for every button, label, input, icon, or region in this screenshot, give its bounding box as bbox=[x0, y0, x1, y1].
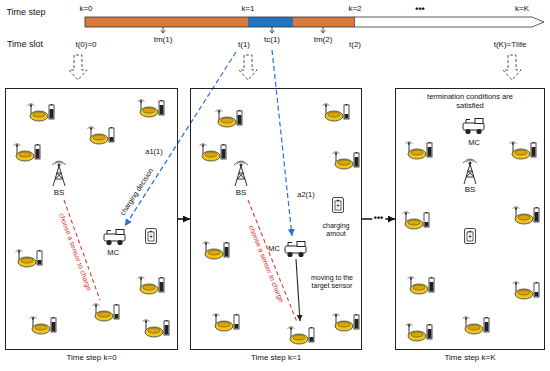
hollow-arrow bbox=[69, 55, 87, 80]
panel-box: Time step k=K bbox=[395, 88, 545, 350]
sensor-icon bbox=[216, 110, 243, 127]
bs-label: BS bbox=[54, 188, 65, 197]
sensor-icon bbox=[403, 212, 430, 229]
sensor-icon bbox=[323, 104, 350, 121]
tick-arrow bbox=[161, 27, 165, 33]
sensor-icon bbox=[28, 104, 55, 121]
hollow-arrow bbox=[503, 55, 521, 80]
action-label: a2(1) bbox=[297, 191, 315, 200]
panel-box: Time step k=0 bbox=[5, 88, 178, 350]
mc-label: MC bbox=[468, 139, 480, 148]
bs-label: BS bbox=[465, 185, 476, 194]
axis-title: Time step bbox=[6, 7, 45, 17]
time-slot-label: t(2) bbox=[349, 40, 361, 49]
sensor-icon bbox=[143, 320, 170, 337]
panel-box: Time step k=1 bbox=[190, 88, 362, 350]
movement-line bbox=[296, 259, 300, 321]
base-station-icon bbox=[463, 159, 477, 184]
sensor-icon bbox=[408, 277, 435, 294]
panel-caption: Time step k=1 bbox=[251, 353, 301, 362]
mobile-charger-icon bbox=[463, 119, 484, 135]
sensor-icon bbox=[93, 304, 120, 321]
annotation: choose a sensor to charge bbox=[57, 212, 93, 292]
mobile-charger-icon bbox=[104, 230, 125, 246]
selection-line bbox=[248, 200, 297, 322]
step-label: k=K bbox=[515, 4, 529, 13]
sensor-icon bbox=[213, 314, 240, 331]
mc-label: MC bbox=[268, 245, 280, 254]
time-slot-label: tm(1) bbox=[154, 35, 173, 44]
sensor-icon bbox=[513, 207, 540, 224]
time-bar-arrow bbox=[355, 17, 544, 27]
time-bar-segment bbox=[85, 17, 248, 27]
sensor-icon bbox=[510, 142, 537, 159]
step-label: k=0 bbox=[79, 4, 92, 13]
base-station-icon bbox=[52, 161, 66, 186]
step-label: k=1 bbox=[241, 4, 254, 13]
time-slot-label: t(1) bbox=[238, 40, 250, 49]
sensor-icon bbox=[14, 144, 41, 161]
base-station-icon bbox=[234, 161, 248, 186]
charger-icon bbox=[465, 229, 476, 244]
sensor-icon bbox=[138, 100, 165, 117]
mobile-charger-icon bbox=[285, 242, 306, 258]
time-bar-outline bbox=[85, 17, 355, 27]
time-slot-label: t(0)=0 bbox=[75, 40, 96, 49]
sensor-icon bbox=[138, 277, 165, 294]
time-slot-label: t(K)=Tlife bbox=[494, 40, 527, 49]
mc-label: MC bbox=[107, 249, 119, 258]
annotation: choose a sensor to charge bbox=[247, 224, 285, 304]
ellipsis: ••• bbox=[415, 4, 424, 14]
annotation: moving to the target sensor bbox=[306, 274, 358, 290]
charger-icon bbox=[146, 229, 157, 244]
time-bar-segment bbox=[248, 17, 293, 27]
action-arrow bbox=[125, 52, 236, 226]
status-note: termination conditions are satisfied bbox=[423, 93, 518, 110]
sensor-icon bbox=[406, 142, 433, 159]
hollow-arrow bbox=[239, 55, 257, 80]
sensor-icon bbox=[16, 250, 43, 267]
edge-label: ••• bbox=[372, 214, 385, 224]
tick-arrow bbox=[270, 27, 274, 33]
axis-title: Time slot bbox=[7, 39, 43, 49]
sensor-icon bbox=[288, 327, 315, 344]
panel-caption: Time step k=0 bbox=[66, 353, 116, 362]
step-label: k=2 bbox=[348, 4, 361, 13]
annotation: charging amout bbox=[317, 222, 355, 238]
charger-icon bbox=[333, 198, 344, 213]
sensor-icon bbox=[30, 317, 57, 334]
time-slot-label: tm(2) bbox=[314, 35, 333, 44]
sensor-icon bbox=[333, 314, 360, 331]
sensor-icon bbox=[200, 144, 227, 161]
sensor-icon bbox=[88, 127, 115, 144]
time-bar-segment bbox=[293, 17, 355, 27]
sensor-icon bbox=[406, 324, 433, 341]
action-label: a1(1) bbox=[145, 148, 163, 157]
sensor-icon bbox=[513, 282, 540, 299]
annotation: charging decision bbox=[119, 167, 155, 217]
sensor-icon bbox=[203, 242, 230, 259]
sensor-icon bbox=[333, 152, 360, 169]
bs-label: BS bbox=[236, 188, 247, 197]
tick-arrow bbox=[321, 27, 325, 33]
action-arrow bbox=[272, 50, 292, 236]
sensor-icon bbox=[463, 317, 490, 334]
step-arrow bbox=[178, 218, 190, 220]
panel-caption: Time step k=K bbox=[444, 353, 495, 362]
time-slot-label: tc(1) bbox=[264, 35, 280, 44]
